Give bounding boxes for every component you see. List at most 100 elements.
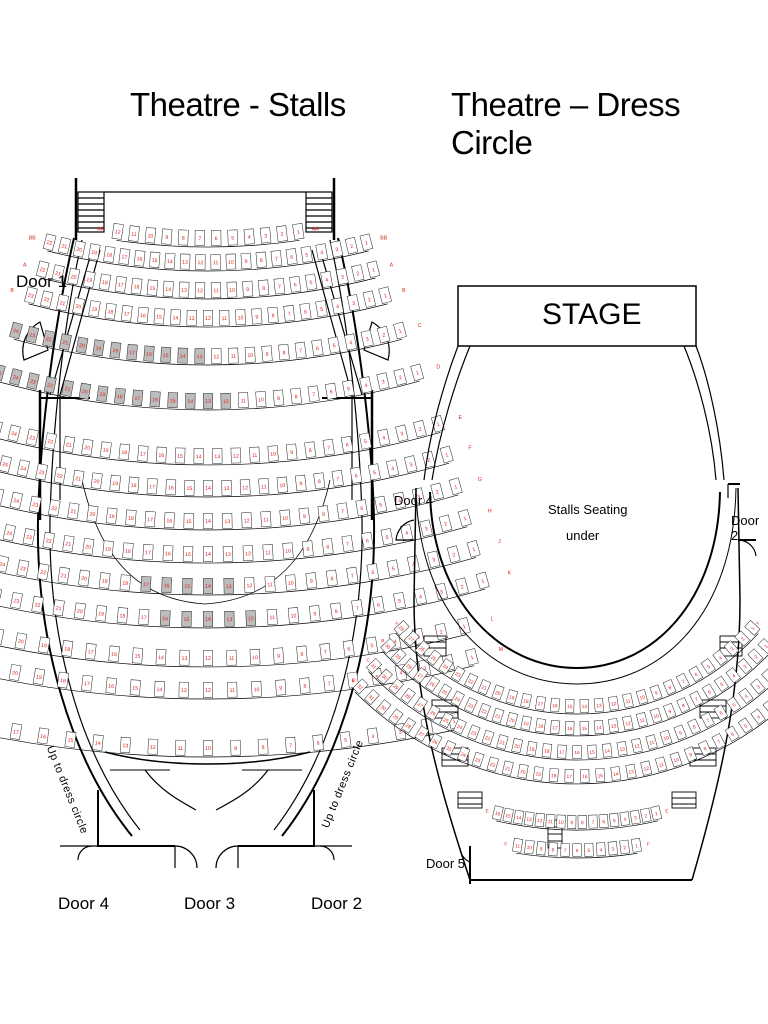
- seat-J-19[interactable]: 19: [98, 572, 111, 589]
- seat-C-29[interactable]: 29: [388, 678, 404, 695]
- seat-J-2[interactable]: 2: [446, 545, 461, 563]
- seat-E-7[interactable]: 7: [322, 438, 335, 456]
- seat-C-14[interactable]: 14: [177, 347, 188, 364]
- seat-D-17[interactable]: 17: [131, 389, 144, 406]
- seat-G-6[interactable]: 6: [355, 499, 368, 517]
- seat-K-18[interactable]: 18: [116, 607, 129, 624]
- seat-C-2[interactable]: 2: [761, 668, 768, 685]
- seat-B-3[interactable]: 3: [346, 294, 360, 312]
- seat-G-23[interactable]: 23: [28, 495, 42, 513]
- seat-L-12[interactable]: 12: [203, 650, 213, 666]
- seat-F-18[interactable]: 18: [128, 476, 140, 493]
- seat-F-24[interactable]: 24: [16, 459, 30, 477]
- seat-A-11[interactable]: 11: [210, 282, 222, 298]
- seat-J-17[interactable]: 17: [140, 575, 152, 593]
- seat-E-16[interactable]: 16: [155, 446, 167, 463]
- seat-BB-2[interactable]: 2: [344, 237, 359, 255]
- seat-J-1[interactable]: 1: [466, 539, 481, 558]
- seat-A-6[interactable]: 6: [688, 665, 704, 682]
- seat-D-16[interactable]: 16: [580, 769, 590, 783]
- seat-A-15[interactable]: 15: [146, 279, 159, 296]
- seat-J-6[interactable]: 6: [366, 563, 380, 581]
- seat-D-1[interactable]: 1: [410, 363, 425, 382]
- seat-AA-4[interactable]: 4: [243, 228, 255, 245]
- seat-F-8[interactable]: 8: [548, 842, 559, 857]
- seat-E-14[interactable]: 14: [513, 809, 525, 825]
- seat-K-15[interactable]: 15: [181, 610, 192, 627]
- seat-G-10[interactable]: 10: [279, 509, 291, 526]
- seat-G-13[interactable]: 13: [222, 512, 233, 529]
- seat-C-16[interactable]: 16: [572, 745, 582, 759]
- seat-B-30[interactable]: 30: [380, 638, 397, 654]
- seat-B-17[interactable]: 17: [550, 719, 561, 735]
- seat-F-23[interactable]: 23: [35, 463, 48, 481]
- seat-G-7[interactable]: 7: [336, 502, 349, 520]
- seat-D-29[interactable]: 29: [388, 708, 404, 725]
- seat-A-16[interactable]: 16: [549, 697, 561, 713]
- seat-D-21[interactable]: 21: [501, 760, 514, 776]
- seat-F-4[interactable]: 4: [386, 459, 400, 477]
- seat-F-9[interactable]: 9: [536, 841, 547, 856]
- seat-B-1[interactable]: 1: [378, 286, 392, 304]
- seat-E-24[interactable]: 24: [7, 424, 21, 442]
- seat-F-2[interactable]: 2: [619, 839, 630, 855]
- seat-A-13[interactable]: 13: [178, 281, 190, 298]
- seat-C-12[interactable]: 12: [211, 348, 222, 364]
- seat-B-15[interactable]: 15: [153, 308, 165, 325]
- seat-H-19[interactable]: 19: [102, 540, 114, 557]
- seat-G-18[interactable]: 18: [125, 509, 137, 526]
- seat-A-19[interactable]: 19: [505, 689, 519, 705]
- seat-D-25[interactable]: 25: [442, 740, 457, 757]
- seat-G-24[interactable]: 24: [9, 491, 23, 510]
- seat-F-8[interactable]: 8: [313, 472, 326, 490]
- seat-E-13[interactable]: 13: [523, 811, 535, 826]
- seat-D-20[interactable]: 20: [517, 763, 529, 779]
- seat-D-30[interactable]: 30: [375, 699, 392, 716]
- seat-D-14[interactable]: 14: [185, 392, 196, 409]
- seat-C-18[interactable]: 18: [541, 743, 553, 758]
- seat-B-9[interactable]: 9: [251, 308, 263, 325]
- seat-B-4[interactable]: 4: [331, 297, 344, 315]
- seat-H-17[interactable]: 17: [142, 544, 154, 561]
- seat-J-22[interactable]: 22: [36, 563, 50, 581]
- seat-K-14[interactable]: 14: [203, 611, 213, 627]
- seat-K-11[interactable]: 11: [266, 608, 278, 625]
- seat-K-16[interactable]: 16: [159, 610, 171, 627]
- seat-C-6[interactable]: 6: [311, 339, 324, 357]
- seat-H-10[interactable]: 10: [282, 542, 294, 559]
- seat-K-4[interactable]: 4: [413, 587, 427, 605]
- seat-A-3[interactable]: 3: [723, 640, 740, 657]
- seat-BB-19[interactable]: 19: [88, 243, 101, 261]
- seat-C-14[interactable]: 14: [601, 743, 613, 758]
- seat-C-12[interactable]: 12: [631, 738, 643, 754]
- seat-C-15[interactable]: 15: [587, 744, 597, 759]
- seat-F-5[interactable]: 5: [368, 463, 381, 481]
- seat-E-15[interactable]: 15: [174, 447, 186, 464]
- seat-A-22[interactable]: 22: [464, 672, 479, 689]
- seat-D-19[interactable]: 19: [96, 385, 109, 403]
- seat-C-19[interactable]: 19: [526, 741, 538, 756]
- seat-H-5[interactable]: 5: [380, 528, 394, 546]
- seat-C-17[interactable]: 17: [126, 343, 138, 361]
- seat-G-16[interactable]: 16: [164, 512, 175, 529]
- seat-F-22[interactable]: 22: [53, 466, 67, 484]
- seat-L-13[interactable]: 13: [179, 649, 190, 666]
- seat-C-21[interactable]: 21: [496, 734, 509, 750]
- seat-B-26[interactable]: 26: [425, 675, 441, 692]
- seat-E-7[interactable]: 7: [588, 814, 598, 829]
- seat-A-9[interactable]: 9: [242, 280, 254, 297]
- seat-L-10[interactable]: 10: [249, 648, 261, 665]
- seat-C-28[interactable]: 28: [400, 687, 416, 704]
- seat-K-22[interactable]: 22: [31, 595, 44, 613]
- seat-B-19[interactable]: 19: [520, 715, 532, 731]
- seat-D-24[interactable]: 24: [9, 368, 23, 386]
- seat-L-6[interactable]: 6: [342, 640, 355, 657]
- seat-D-22[interactable]: 22: [43, 376, 57, 394]
- seat-H-23[interactable]: 23: [22, 528, 36, 546]
- seat-H-3[interactable]: 3: [419, 519, 433, 537]
- seat-A-24[interactable]: 24: [438, 658, 454, 675]
- seat-D-10[interactable]: 10: [669, 751, 683, 768]
- seat-B-27[interactable]: 27: [413, 667, 429, 684]
- seat-A-7[interactable]: 7: [273, 277, 286, 295]
- seat-D-21[interactable]: 21: [61, 379, 74, 397]
